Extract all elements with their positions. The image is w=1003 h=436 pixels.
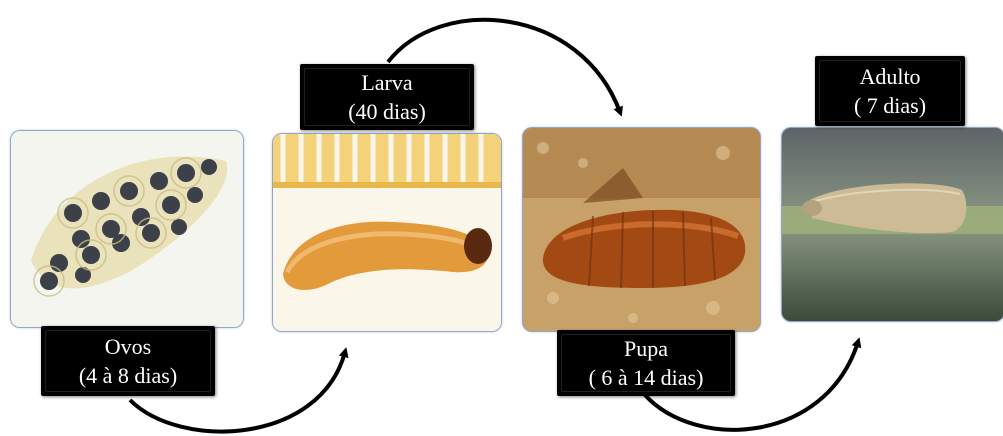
stage-duration-adulto: ( 7 dias) — [815, 91, 965, 120]
stage-duration-larva: (40 dias) — [300, 97, 474, 126]
stage-label-ovos: Ovos (4 à 8 dias) — [41, 326, 215, 396]
stage-name-ovos: Ovos — [41, 332, 215, 361]
stage-name-larva: Larva — [300, 68, 474, 97]
adult-moth-photo — [781, 127, 1003, 322]
stage-label-pupa: Pupa ( 6 à 14 dias) — [557, 330, 735, 396]
stage-name-pupa: Pupa — [557, 334, 735, 363]
larva-photo — [272, 133, 502, 332]
stage-label-larva: Larva (40 dias) — [300, 64, 474, 130]
stage-name-adulto: Adulto — [815, 62, 965, 91]
stage-label-adulto: Adulto ( 7 dias) — [815, 56, 965, 126]
pupa-photo — [522, 127, 761, 332]
stage-duration-ovos: (4 à 8 dias) — [41, 361, 215, 390]
stage-duration-pupa: ( 6 à 14 dias) — [557, 363, 735, 392]
eggs-photo — [10, 130, 244, 328]
